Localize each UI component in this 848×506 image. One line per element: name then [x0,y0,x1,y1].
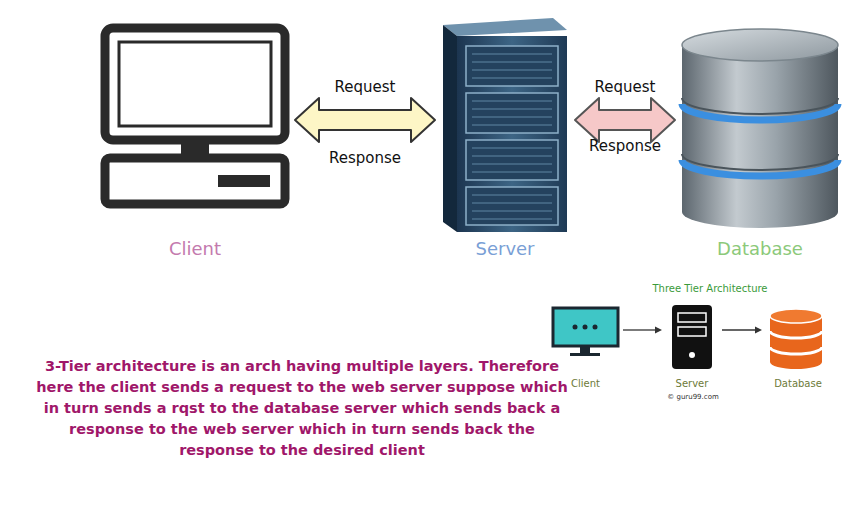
small-database-icon [770,309,822,369]
note-text: 3-Tier architecture is an arch having mu… [36,356,568,461]
response-label: Response [329,149,401,167]
database-cylinder-icon [682,29,838,228]
client-monitor-icon [105,28,285,204]
small-server-icon [672,305,712,369]
node-label: Database [717,238,803,260]
small-monitor-icon [553,308,618,356]
node-label: Database [774,378,822,390]
small-database-node: Database [762,303,834,393]
inset-title: Three Tier Architecture [640,283,780,295]
double-arrow [295,98,435,142]
node-label: Client [169,238,221,260]
server-node: Server [435,20,575,265]
edge-label: Request [595,78,656,96]
small-server-node: Server [662,303,722,393]
double-arrow [575,98,675,142]
node-label: Server [475,238,534,260]
edge-label: Request [335,78,396,96]
server-rack-icon [443,18,567,232]
node-label: Client [571,378,600,390]
arrow [722,327,762,334]
node-label: Server [676,378,709,390]
client-node: Client [95,20,295,265]
watermark: © guru99.com [655,393,731,401]
response-label: Response [589,137,661,155]
database-node: Database [675,20,845,265]
arrow [623,327,662,334]
